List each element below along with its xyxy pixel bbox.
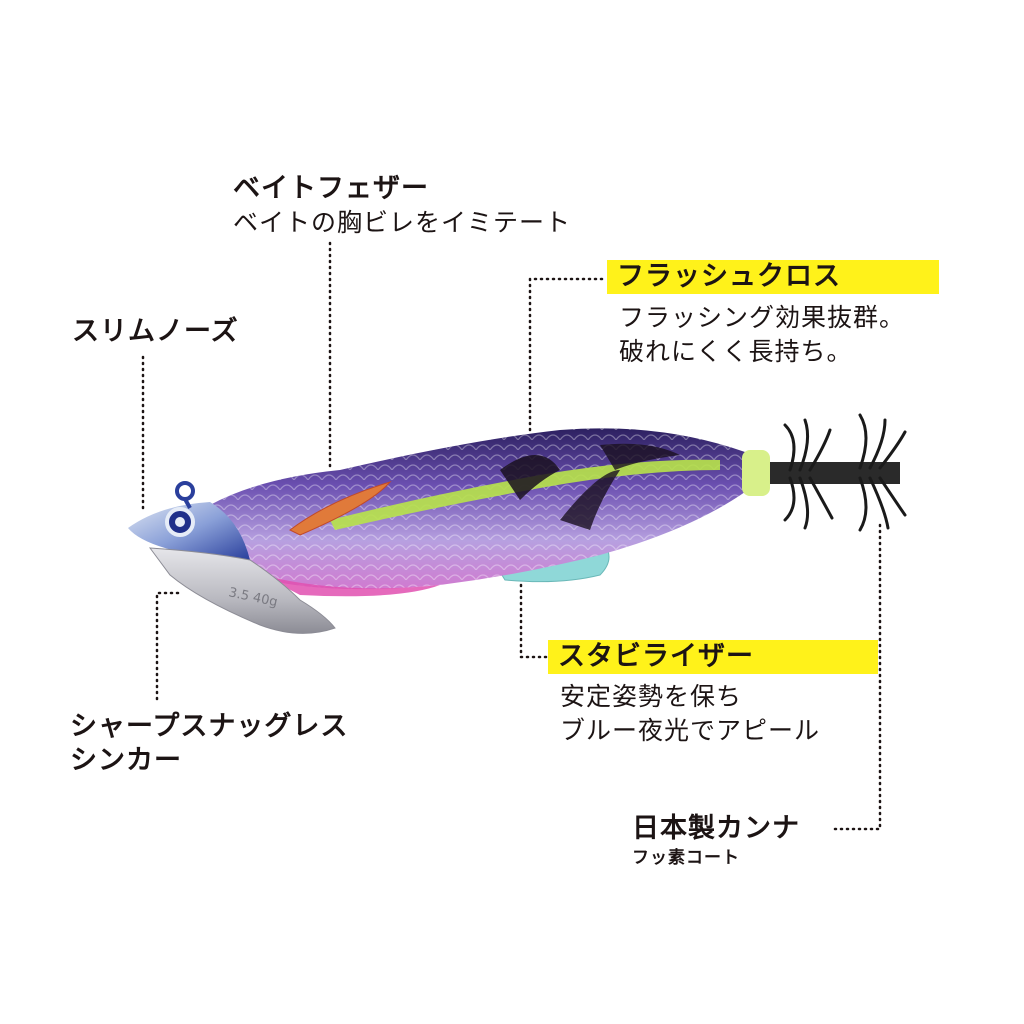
callout-bait-feather: ベイトフェザー ベイトの胸ビレをイミテート — [233, 172, 571, 240]
stabilizer-title: スタビライザー — [548, 640, 878, 674]
bait-feather-desc: ベイトの胸ビレをイミテート — [233, 208, 572, 237]
lateral-stripe — [330, 459, 720, 530]
callout-flash-cloth: フラッシュクロス フラッシング効果抜群。 破れにくく長持ち。 — [607, 260, 939, 369]
leader-sinker — [155, 591, 180, 705]
stabilizer-desc-line-2: ブルー夜光でアピール — [560, 716, 821, 745]
bait-feather-title: ベイトフェザー — [233, 173, 429, 204]
callout-canna: 日本製カンナ フッ素コート — [632, 812, 800, 870]
canna-hooks — [770, 413, 907, 532]
tail-collar — [742, 450, 770, 496]
flash-cloth-desc-line-1: フラッシング効果抜群。 — [619, 303, 906, 332]
flash-cloth-desc-line-2: 破れにくく長持ち。 — [619, 337, 853, 366]
slim-nose-title: スリムノーズ — [72, 316, 239, 347]
line-eye-ring — [175, 481, 195, 501]
sinker-title-line-2: シンカー — [70, 745, 182, 776]
callout-sinker: シャープスナッグレス シンカー — [70, 710, 348, 778]
sinker — [148, 547, 336, 634]
leader-stabilizer — [519, 583, 550, 659]
canna-desc: フッ素コート — [632, 848, 740, 868]
callout-stabilizer: スタビライザー 安定姿勢を保ち ブルー夜光でアピール — [548, 640, 878, 748]
stabilizer-desc-line-1: 安定姿勢を保ち — [560, 682, 743, 711]
canna-title: 日本製カンナ — [632, 813, 800, 844]
leader-lines — [141, 241, 882, 831]
bait-feather — [289, 481, 392, 536]
leader-flash-cloth — [528, 277, 607, 432]
sinker-title-line-1: シャープスナッグレス — [70, 711, 349, 742]
leader-canna — [828, 523, 882, 831]
callout-slim-nose: スリムノーズ — [72, 315, 239, 349]
flash-cloth-title: フラッシュクロス — [607, 260, 939, 294]
